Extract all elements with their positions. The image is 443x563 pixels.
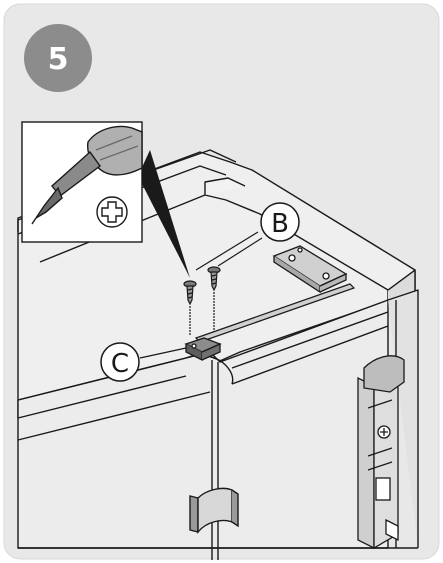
screw-left bbox=[183, 280, 197, 336]
callout-b-leader bbox=[195, 231, 263, 271]
hinge-bracket bbox=[357, 355, 405, 550]
callout-c-leader bbox=[139, 347, 187, 359]
inset-pointer bbox=[138, 150, 190, 278]
callout-c-circle bbox=[100, 342, 140, 382]
phillips-screwdriver-icon bbox=[31, 125, 143, 225]
cable-clip bbox=[189, 487, 239, 534]
cable-clamp bbox=[184, 337, 222, 362]
callout-c-label: C bbox=[111, 349, 129, 379]
callout-b-label: B bbox=[271, 209, 289, 239]
callout-b: B bbox=[195, 202, 300, 271]
step-badge-circle bbox=[24, 24, 92, 92]
screwdriver-inset bbox=[21, 121, 190, 278]
cable bbox=[211, 360, 219, 560]
callout-c: C bbox=[100, 342, 187, 382]
screw-right bbox=[207, 266, 221, 332]
step-number: 5 bbox=[48, 42, 69, 77]
mounting-plate bbox=[272, 245, 348, 294]
callout-b-circle bbox=[260, 202, 300, 242]
step-badge: 5 bbox=[24, 24, 92, 92]
phillips-cross-icon bbox=[96, 196, 128, 228]
